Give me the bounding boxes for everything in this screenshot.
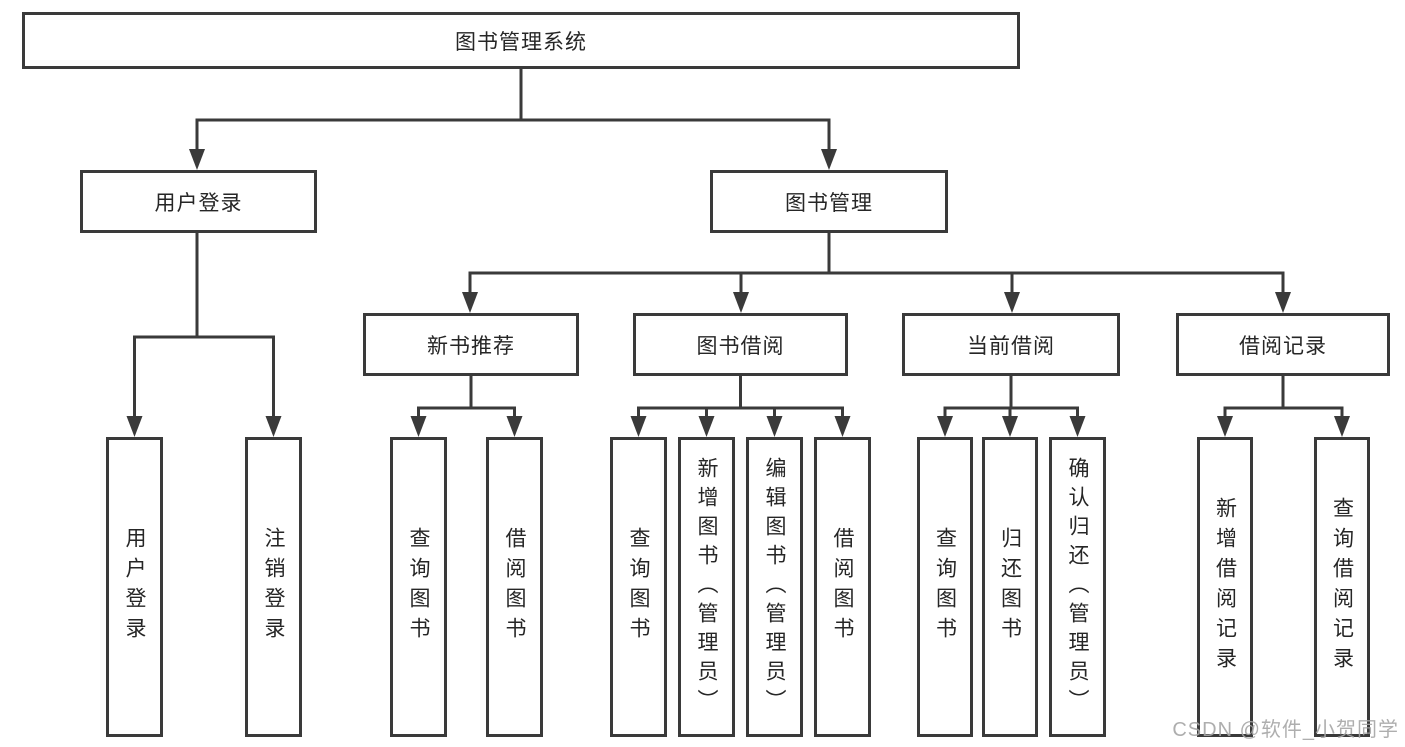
leaf-borrow-books-label: 借阅图书: [831, 527, 854, 647]
leaf-recommend-query-books: 查询图书: [390, 437, 447, 737]
leaf-recommend-borrow-books-label: 借阅图书: [503, 527, 526, 647]
node-root-label: 图书管理系统: [455, 30, 587, 54]
leaf-logout: 注销登录: [245, 437, 302, 737]
leaf-logout-label: 注销登录: [262, 527, 285, 647]
node-user-login-label: 用户登录: [154, 191, 243, 215]
leaf-return-books: 归还图书: [982, 437, 1038, 737]
node-borrow-records: 借阅记录: [1176, 313, 1390, 376]
csdn-watermark: CSDN @软件_小贺同学: [1172, 719, 1399, 741]
leaf-recommend-query-books-label: 查询图书: [407, 527, 430, 647]
leaf-edit-book-admin: 编辑图书（管理员）: [746, 437, 803, 737]
leaf-add-book-admin: 新增图书（管理员）: [678, 437, 735, 737]
node-book-management: 图书管理: [710, 170, 948, 233]
leaf-return-books-label: 归还图书: [998, 527, 1022, 647]
leaf-current-query-books-label: 查询图书: [933, 527, 957, 647]
leaf-borrow-query-books-label: 查询图书: [627, 527, 650, 647]
leaf-recommend-borrow-books: 借阅图书: [486, 437, 543, 737]
leaf-confirm-return-admin: 确认归还（管理员）: [1049, 437, 1106, 737]
leaf-user-login: 用户登录: [106, 437, 163, 737]
leaf-current-query-books: 查询图书: [917, 437, 973, 737]
node-current-borrow: 当前借阅: [902, 313, 1120, 376]
leaf-add-borrow-record-label: 新增借阅记录: [1213, 497, 1237, 677]
node-root: 图书管理系统: [22, 12, 1020, 69]
leaf-query-borrow-record-label: 查询借阅记录: [1330, 497, 1354, 677]
leaf-add-book-admin-label: 新增图书（管理员）: [695, 456, 718, 718]
node-new-book-recommend-label: 新书推荐: [427, 334, 515, 358]
leaf-add-borrow-record: 新增借阅记录: [1197, 437, 1253, 737]
node-current-borrow-label: 当前借阅: [967, 334, 1055, 358]
node-book-management-label: 图书管理: [785, 191, 873, 215]
leaf-user-login-label: 用户登录: [123, 527, 146, 647]
leaf-query-borrow-record: 查询借阅记录: [1314, 437, 1370, 737]
node-user-login: 用户登录: [80, 170, 317, 233]
node-book-borrow-label: 图书借阅: [696, 334, 785, 358]
node-new-book-recommend: 新书推荐: [363, 313, 579, 376]
node-book-borrow: 图书借阅: [633, 313, 848, 376]
leaf-borrow-books: 借阅图书: [814, 437, 871, 737]
leaf-confirm-return-admin-label: 确认归还（管理员）: [1066, 456, 1089, 718]
leaf-edit-book-admin-label: 编辑图书（管理员）: [763, 456, 786, 718]
node-borrow-records-label: 借阅记录: [1239, 334, 1327, 358]
leaf-borrow-query-books: 查询图书: [610, 437, 667, 737]
